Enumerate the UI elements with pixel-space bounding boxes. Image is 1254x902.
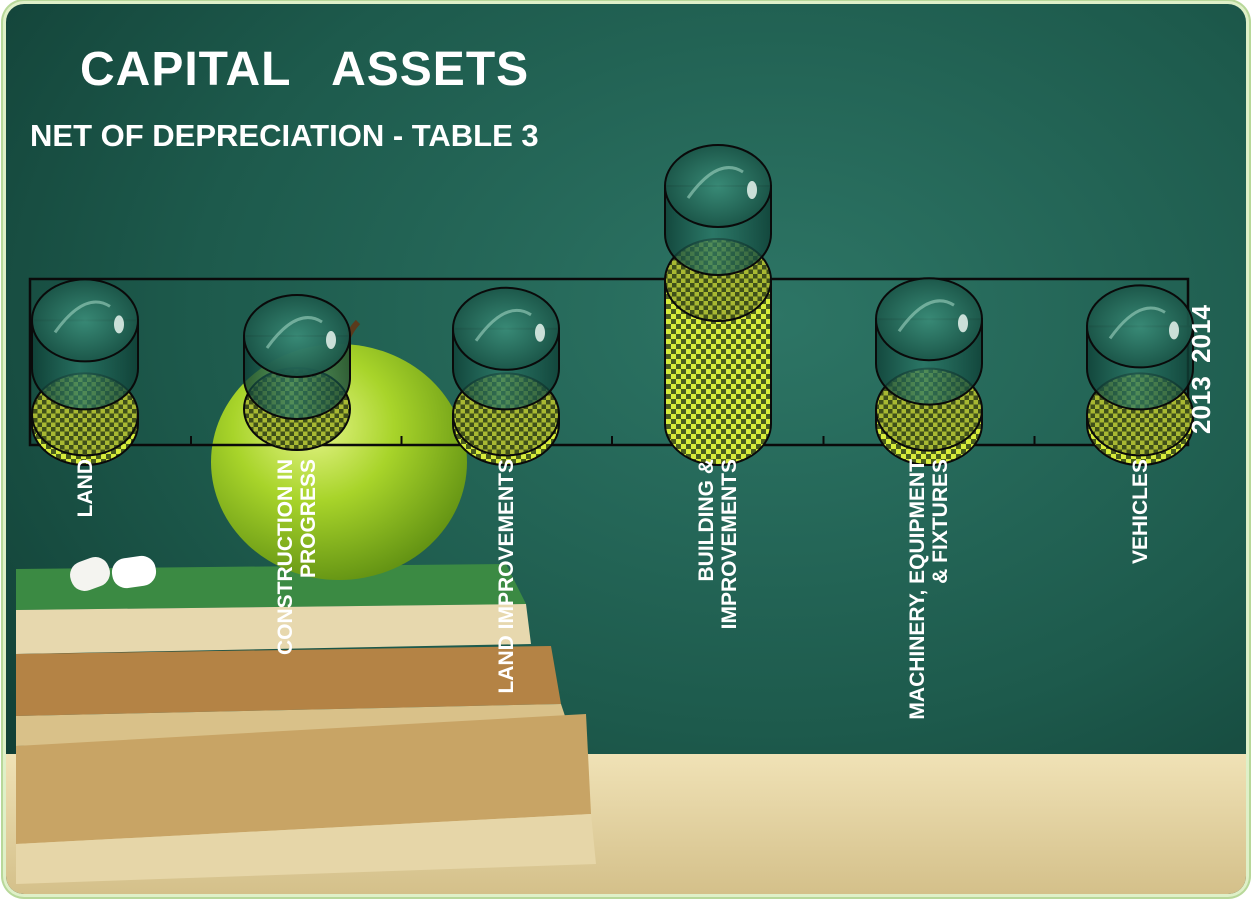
bar-2014-6	[1086, 284, 1194, 411]
bar-2014-1-gloss	[53, 300, 111, 334]
page-title: CAPITAL ASSETS	[80, 43, 530, 96]
chart-canvas	[6, 4, 1246, 894]
bar-2014-2-gloss	[265, 316, 323, 349]
bar-2014-5-top	[875, 277, 983, 362]
x-tick-label-line: MACHINERY, EQUIPMENT	[906, 459, 929, 720]
x-tick-label-line: BUILDING &	[695, 459, 718, 582]
x-tick-label-line: VEHICLES	[1128, 459, 1152, 565]
x-tick-label-line: CONSTRUCTION IN	[274, 459, 297, 655]
x-tick-label-5: MACHINERY, EQUIPMENT& FIXTURES	[894, 459, 964, 799]
x-tick-label-line: LAND IMPROVEMENTS	[494, 459, 518, 694]
bar-2014-1	[31, 278, 139, 411]
x-tick-label-6: VEHICLES	[1105, 459, 1175, 799]
bar-2013-4	[664, 238, 772, 466]
x-tick-label-1: LAND	[50, 459, 120, 799]
x-tick-label-3: LAND IMPROVEMENTS	[471, 459, 541, 799]
bar-2014-3-gloss	[474, 309, 532, 342]
bar-group-5	[875, 277, 983, 466]
bar-2014-3-top	[452, 286, 560, 371]
bar-2014-5-gloss	[897, 299, 955, 333]
bar-2014-6-top	[1086, 284, 1194, 369]
chalk-illustration	[70, 555, 157, 591]
bar-group-6	[1086, 284, 1194, 466]
bar-2014-4-highlight	[747, 181, 757, 199]
bar-2014-4-top	[664, 144, 772, 228]
x-tick-label-4: BUILDING &IMPROVEMENTS	[683, 459, 753, 799]
bar-group-4	[664, 144, 772, 466]
bar-2014-4-gloss	[686, 166, 744, 199]
bar-2014-5-highlight	[958, 314, 968, 333]
bar-2014-3	[452, 286, 560, 411]
x-tick-label-line: IMPROVEMENTS	[718, 459, 741, 630]
bar-2014-4	[664, 144, 772, 276]
bar-2014-2-top	[243, 294, 351, 378]
bar-2014-2	[243, 294, 351, 420]
bar-2014-6-highlight	[1169, 321, 1179, 340]
bar-2013-4-side	[664, 279, 772, 466]
x-tick-label-line: & FIXTURES	[929, 459, 952, 584]
bar-2014-6-gloss	[1108, 306, 1166, 340]
x-tick-label-line: PROGRESS	[297, 459, 320, 579]
books-illustration	[16, 564, 596, 884]
bar-group-1	[31, 278, 139, 466]
bar-2014-2-highlight	[326, 331, 336, 349]
bar-group-2	[243, 294, 351, 451]
slide: CAPITAL ASSETS NET OF DEPRECIATION - TAB…	[6, 4, 1246, 894]
bar-2014-1-top	[31, 278, 139, 363]
bar-2014-3-highlight	[535, 323, 545, 342]
bar-2014-5	[875, 277, 983, 406]
page-subtitle: NET OF DEPRECIATION - TABLE 3	[30, 118, 539, 153]
legend: 2013 2014	[1186, 305, 1216, 434]
x-tick-label-line: LAND	[73, 459, 97, 518]
bar-group-3	[452, 286, 560, 466]
bar-2014-1-highlight	[114, 315, 124, 334]
